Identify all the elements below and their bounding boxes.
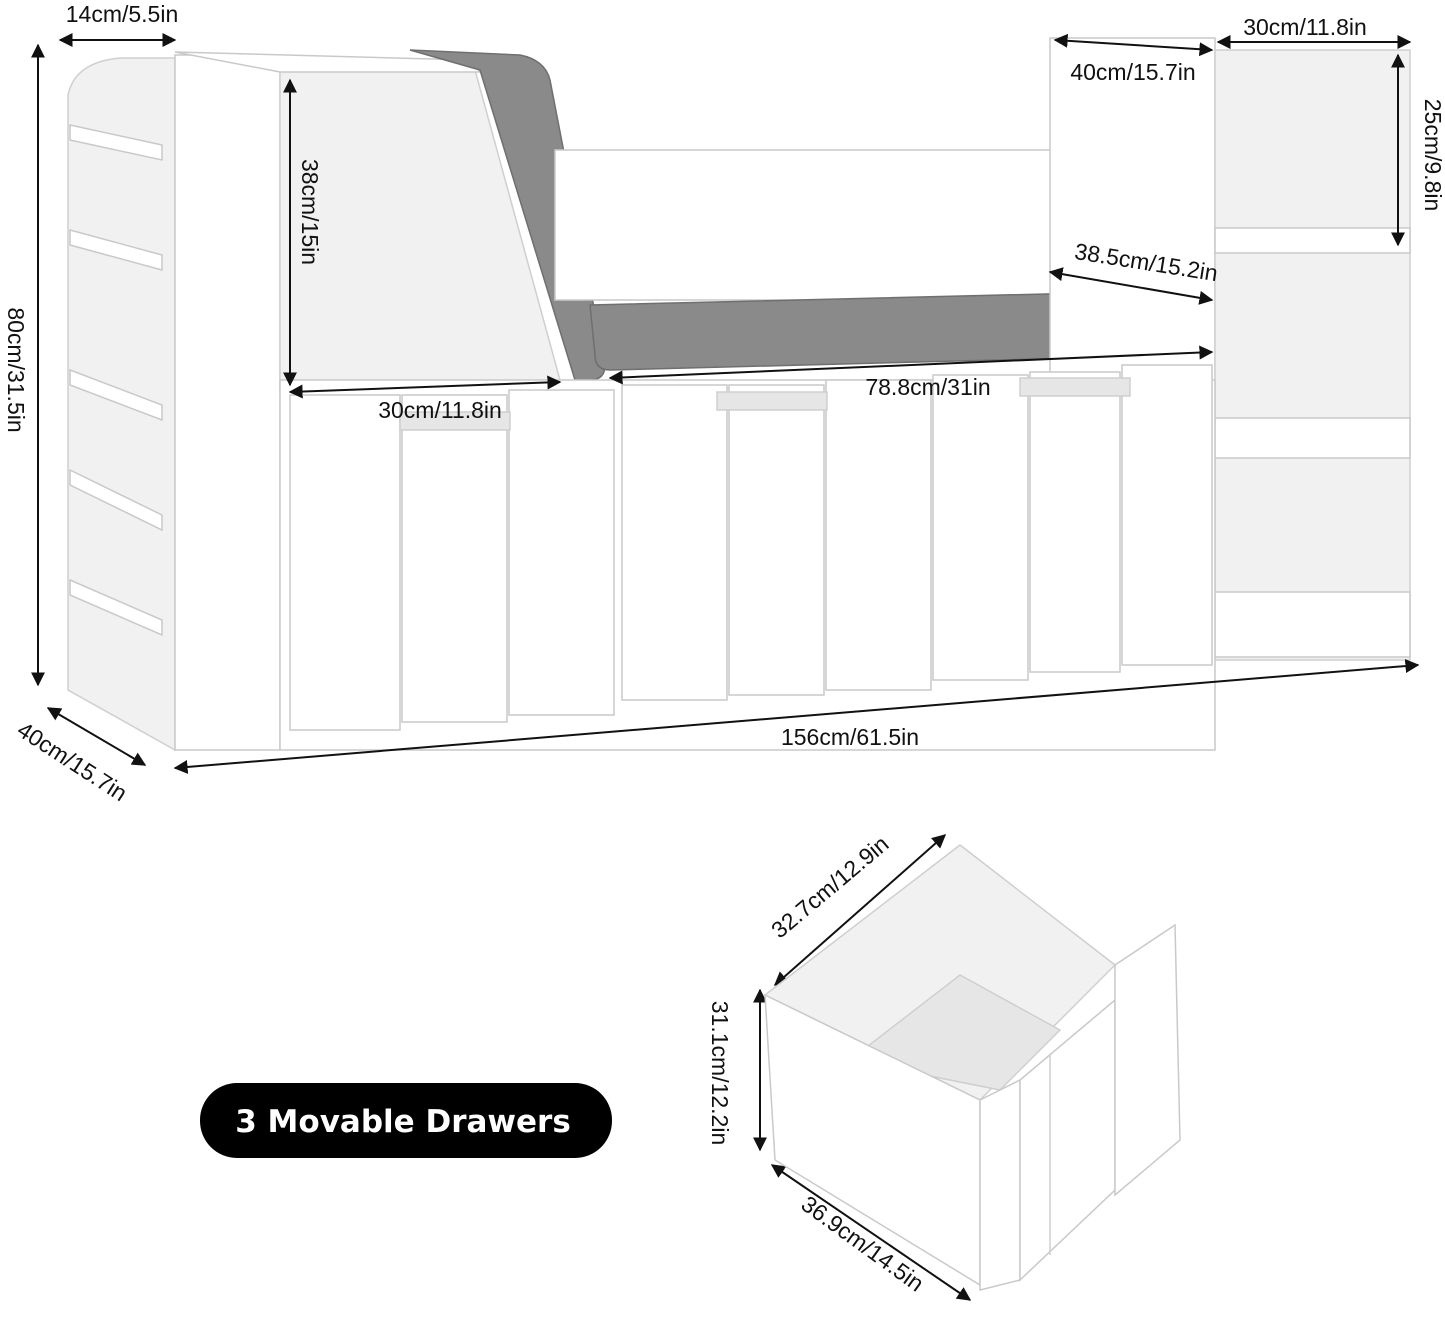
side-shelf-width-label: 14cm/5.5in: [66, 1, 179, 27]
right-tower-width-label: 30cm/11.8in: [1243, 14, 1367, 40]
drawer-front-edge: [979, 1078, 1021, 1291]
drawer-handle: [399, 411, 511, 431]
right-tower-depth-arrow: [1053, 33, 1214, 57]
side-shelf-rails: [69, 124, 163, 637]
total-depth-arrow: [46, 707, 147, 766]
side-panel: [174, 54, 281, 751]
total-depth-label: 40cm/15.7in: [13, 716, 132, 806]
drawer-handle: [716, 391, 828, 411]
right-shelf-height-label: 25cm/9.8in: [1420, 99, 1445, 212]
seat-length-arrow: [608, 345, 1214, 385]
total-length-arrow: [173, 659, 1420, 774]
total-length-label: 156cm/61.5in: [781, 724, 919, 750]
back-panel: [554, 149, 1056, 301]
dimension-lines: [31, 33, 1420, 1301]
right-tower: [1214, 49, 1411, 661]
seat-length-label: 78.8cm/31in: [865, 374, 990, 400]
tower-shelf-2: [1214, 417, 1411, 459]
left-cube-width-label: 30cm/11.8in: [378, 397, 502, 423]
right-tower-depth-label: 40cm/15.7in: [1070, 59, 1195, 85]
left-cube-width-arrow: [288, 375, 562, 399]
badge-background: [200, 1083, 612, 1158]
tower-shelf-1: [1214, 227, 1411, 254]
drawer-width-arrow: [770, 1164, 972, 1301]
drawer-front-upper: [1114, 923, 1181, 1197]
seat-depth-arrow: [1048, 267, 1214, 305]
storage-bench: [67, 37, 1411, 752]
left-cube-height-label: 38cm/15in: [297, 159, 323, 265]
drawer-height-label: 31.1cm/12.2in: [707, 1001, 733, 1145]
movable-drawers-badge: 3 Movable Drawers: [200, 1083, 612, 1158]
badge-label: 3 Movable Drawers: [235, 1104, 571, 1140]
total-height-label: 80cm/31.5in: [3, 307, 29, 432]
drawer-illustration: [763, 844, 1181, 1291]
drawer-handle: [1019, 377, 1131, 397]
drawer-depth-arrow: [773, 834, 947, 986]
drawer-floor: [848, 974, 1062, 1091]
tower-shelf-3: [1214, 591, 1411, 658]
